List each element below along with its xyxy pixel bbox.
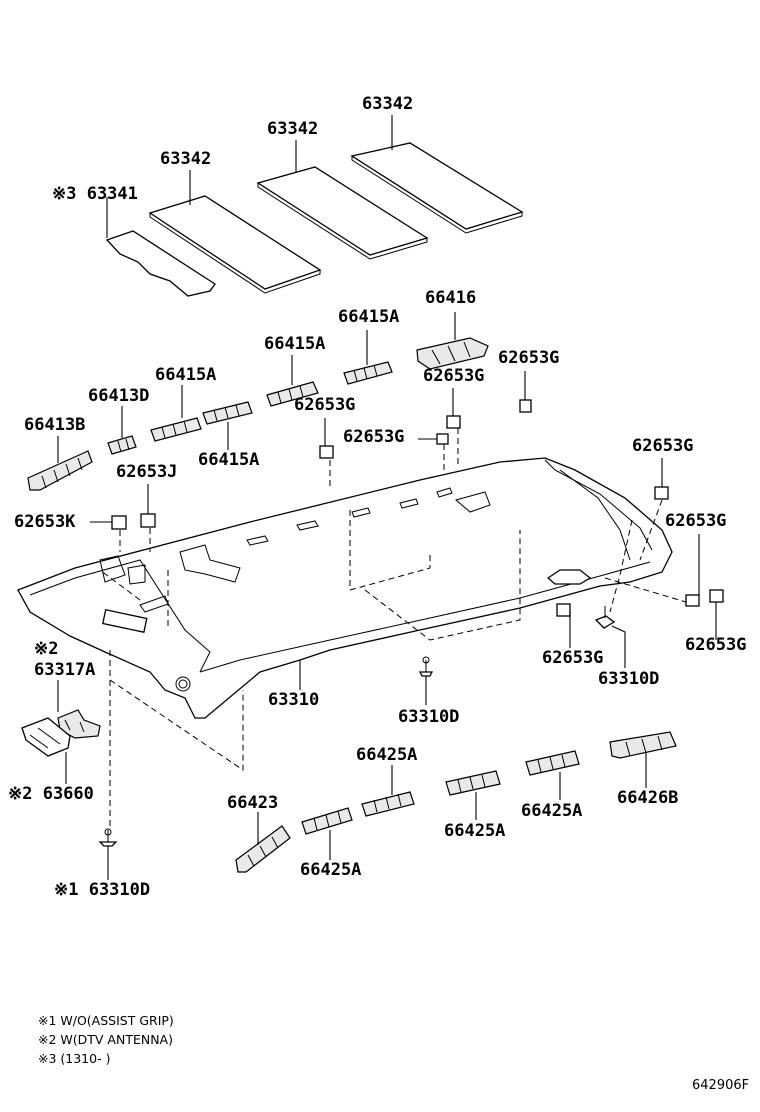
- clip-66423[interactable]: [235, 825, 291, 873]
- clip-62653G-left[interactable]: [319, 445, 334, 459]
- label-63341: ※3 63341: [52, 184, 138, 204]
- label-66415A-2: 66415A: [264, 334, 326, 354]
- clip-66415A-3[interactable]: [150, 417, 202, 442]
- footnote-1: ※1 W/O(ASSIST GRIP): [38, 1013, 174, 1028]
- pad-63342-left[interactable]: [148, 195, 322, 294]
- label-66425A-b: 66425A: [356, 745, 418, 765]
- headliner-63310[interactable]: [17, 457, 673, 719]
- clip-66416[interactable]: [416, 337, 489, 370]
- label-62653G-far-right: 62653G: [632, 436, 694, 456]
- label-66415A-3: 66415A: [155, 365, 217, 385]
- clip-66425A-a[interactable]: [301, 807, 353, 835]
- figure-code: 642906F: [692, 1078, 750, 1093]
- clip-66413D[interactable]: [107, 435, 137, 455]
- clip-66425A-d[interactable]: [525, 750, 580, 776]
- fastener-63310D-center[interactable]: [418, 656, 434, 677]
- label-62653G-top-right: 62653G: [498, 348, 560, 368]
- clip-66425A-b[interactable]: [361, 791, 415, 817]
- label-66426B: 66426B: [617, 788, 679, 808]
- fastener-63310D-right[interactable]: [594, 606, 616, 629]
- pad-63342-right[interactable]: [350, 142, 524, 234]
- label-66413B: 66413B: [24, 415, 86, 435]
- clip-62653G-top-right[interactable]: [519, 399, 532, 413]
- pad-63341[interactable]: [105, 230, 216, 297]
- label-63310D-left: ※1 63310D: [54, 880, 151, 900]
- label-63342-left: 63342: [160, 149, 212, 169]
- clip-66415A-4[interactable]: [202, 401, 253, 425]
- footnote-3: ※3 (1310- ): [38, 1051, 111, 1066]
- clip-62653G-right-a[interactable]: [685, 594, 700, 607]
- label-62653J: 62653J: [116, 462, 178, 482]
- pad-63342-middle[interactable]: [256, 166, 429, 260]
- footnote-2: ※2 W(DTV ANTENNA): [38, 1032, 173, 1047]
- label-62653G-bottom: 62653G: [542, 648, 604, 668]
- label-66413D: 66413D: [88, 386, 150, 406]
- bracket-63660[interactable]: [21, 717, 71, 757]
- label-62653G-mid: 62653G: [343, 427, 405, 447]
- clip-66415A-1[interactable]: [343, 361, 393, 385]
- clip-62653G-upper[interactable]: [446, 415, 461, 429]
- clip-62653G-mid[interactable]: [436, 433, 449, 445]
- clip-62653G-right-b[interactable]: [709, 589, 724, 603]
- label-62653K: 62653K: [14, 512, 76, 532]
- label-66425A-d: 66425A: [521, 801, 583, 821]
- label-63310D-center: 63310D: [398, 707, 460, 727]
- clip-62653J[interactable]: [140, 513, 156, 528]
- label-66415A-1: 66415A: [338, 307, 400, 327]
- label-62653G-upper: 62653G: [423, 366, 485, 386]
- clip-62653K[interactable]: [111, 515, 127, 530]
- clip-62653G-bottom[interactable]: [556, 603, 571, 617]
- clip-66426B[interactable]: [609, 731, 677, 759]
- label-62653G-left: 62653G: [294, 395, 356, 415]
- label-66425A-a: 66425A: [300, 860, 362, 880]
- label-63342-middle: 63342: [267, 119, 319, 139]
- label-63310: 63310: [268, 690, 320, 710]
- label-66415A-4: 66415A: [198, 450, 260, 470]
- clip-66425A-c[interactable]: [445, 770, 501, 796]
- fastener-63310D-left[interactable]: [98, 828, 118, 847]
- label-66423: 66423: [227, 793, 279, 813]
- label-63660: ※2 63660: [8, 784, 94, 804]
- label-63317A-mark: ※2: [34, 639, 59, 659]
- label-66425A-c: 66425A: [444, 821, 506, 841]
- label-63317A: 63317A: [34, 660, 96, 680]
- label-63342-right: 63342: [362, 94, 414, 114]
- clip-66413B[interactable]: [27, 450, 93, 491]
- clip-62653G-far-right[interactable]: [654, 486, 669, 500]
- label-62653G-right-b: 62653G: [685, 635, 747, 655]
- clip-66415A-2[interactable]: [266, 381, 319, 407]
- label-62653G-right-a: 62653G: [665, 511, 727, 531]
- label-63310D-right: 63310D: [598, 669, 660, 689]
- label-66416: 66416: [425, 288, 477, 308]
